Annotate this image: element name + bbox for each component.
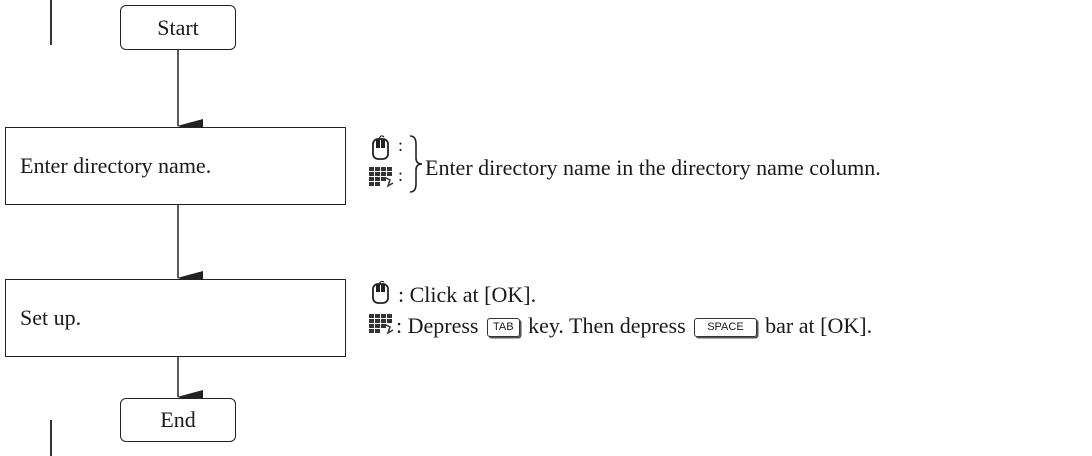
end-label: End xyxy=(160,407,196,432)
start-terminal: Start xyxy=(120,5,236,50)
mouse-action-text: : Click at [OK]. xyxy=(398,282,537,307)
margin-mark-bottom xyxy=(50,420,52,456)
end-terminal: End xyxy=(120,398,236,442)
step-set-up: Set up. xyxy=(5,279,346,357)
step1-description: Enter directory name in the directory na… xyxy=(425,155,881,180)
mouse-icon xyxy=(372,135,389,160)
keyboard-suffix: bar at [OK]. xyxy=(765,313,873,338)
keyboard-icon-2 xyxy=(369,314,394,335)
tab-key: TAB xyxy=(486,318,520,337)
start-label: Start xyxy=(157,14,199,40)
keyboard-prefix: : Depress xyxy=(396,313,479,338)
margin-mark-top xyxy=(50,0,52,45)
step-set-up-label: Set up. xyxy=(20,305,82,330)
keyboard-colon: : xyxy=(398,165,404,185)
space-key: SPACE xyxy=(694,318,757,337)
mouse-colon: : xyxy=(398,135,404,155)
keyboard-icon xyxy=(369,167,394,188)
step-enter-directory-name-label: Enter directory name. xyxy=(20,153,212,178)
mouse-icon-2 xyxy=(372,281,389,304)
keyboard-middle: key. Then depress xyxy=(528,313,686,338)
brace-icon xyxy=(409,135,423,193)
step-enter-directory-name: Enter directory name. xyxy=(5,127,346,205)
keyboard-action-line: : Depress TAB key. Then depress SPACE ba… xyxy=(396,315,872,337)
